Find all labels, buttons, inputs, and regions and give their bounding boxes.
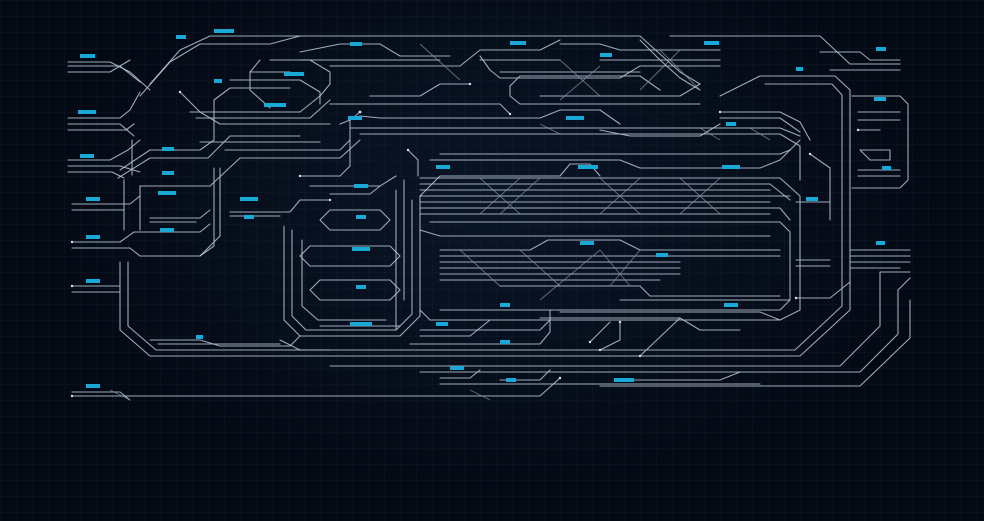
station-label[interactable] [600,53,612,57]
station-label[interactable] [350,322,372,326]
lower-section [109,149,781,401]
station-label[interactable] [162,147,174,151]
station-label[interactable] [86,384,100,388]
outer-tracks [71,35,911,401]
track-bottom-mid [329,271,911,367]
station-label[interactable] [244,215,254,219]
track-far-bottom [71,377,561,397]
station-label[interactable] [78,110,96,114]
station-label[interactable] [500,303,510,307]
station-label[interactable] [86,197,100,201]
station-label[interactable] [580,241,594,245]
station-label[interactable] [874,97,886,101]
central-yard [419,139,801,321]
station-label[interactable] [214,29,234,33]
station-label[interactable] [704,41,719,45]
station-label[interactable] [350,42,362,46]
station-label[interactable] [500,340,510,344]
station-label[interactable] [876,241,885,245]
track-nodes [70,82,860,398]
station-label[interactable] [158,191,176,195]
track-far-bottom-2 [71,391,131,401]
right-yard [795,95,911,299]
station-label[interactable] [80,154,94,158]
station-labels [78,29,891,388]
station-label[interactable] [506,378,516,382]
station-label[interactable] [510,41,526,45]
station-label[interactable] [80,54,95,58]
station-label[interactable] [240,197,258,201]
upper-middle-yard [299,39,811,181]
station-label[interactable] [348,116,362,120]
station-label[interactable] [176,35,186,39]
track-top-main [149,35,701,85]
station-label[interactable] [352,247,370,251]
station-label[interactable] [196,335,203,339]
station-label[interactable] [614,378,634,382]
station-label[interactable] [882,166,891,170]
left-terminals [67,59,221,293]
central-loops [283,111,561,337]
station-label[interactable] [724,303,738,307]
station-label[interactable] [806,197,818,201]
station-label[interactable] [284,72,304,76]
station-label[interactable] [876,47,886,51]
station-label[interactable] [796,67,803,71]
station-label[interactable] [578,165,598,169]
station-label[interactable] [356,215,366,219]
station-label[interactable] [86,235,100,239]
station-label[interactable] [436,165,450,169]
track-top-right [669,35,901,65]
station-label[interactable] [722,165,740,169]
station-label[interactable] [160,228,174,232]
station-label[interactable] [86,279,100,283]
track-top-right-2 [819,51,901,61]
track-outer-bottom-2 [127,83,843,351]
station-label[interactable] [656,253,668,257]
station-label[interactable] [214,79,222,83]
station-label[interactable] [356,285,366,289]
station-label[interactable] [566,116,584,120]
station-label[interactable] [726,122,736,126]
station-label[interactable] [436,322,448,326]
track-outer-bottom [119,75,851,357]
track-bottom-right-curve-2 [599,299,911,387]
upper-left-yard [117,59,361,347]
station-label[interactable] [354,184,368,188]
station-label[interactable] [162,171,174,175]
track-bottom-right-curve [419,277,911,373]
track-top-main-2 [139,35,301,97]
station-label[interactable] [450,366,464,370]
station-label[interactable] [264,103,286,107]
